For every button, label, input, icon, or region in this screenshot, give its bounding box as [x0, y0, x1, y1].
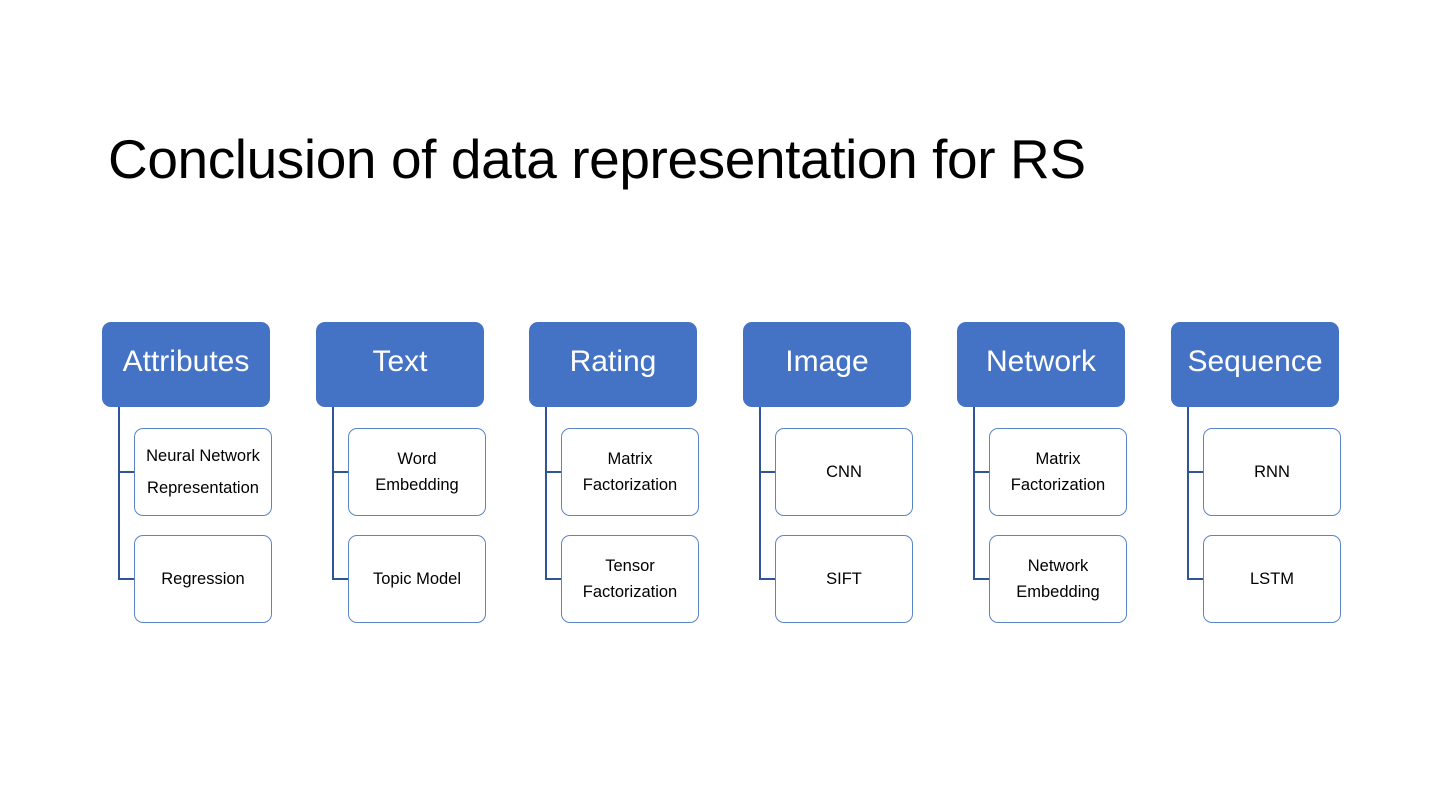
child-box[interactable]: Network Embedding [989, 535, 1127, 623]
connector-stub [759, 578, 777, 580]
connector-stub [1187, 578, 1205, 580]
diagram-column-attributes: Attributes Neural Network Representation… [102, 322, 342, 632]
column-header-rating[interactable]: Rating [529, 322, 697, 407]
page-title: Conclusion of data representation for RS [108, 127, 1086, 190]
child-box[interactable]: Word Embedding [348, 428, 486, 516]
connector-stub [1187, 471, 1205, 473]
child-box[interactable]: Matrix Factorization [561, 428, 699, 516]
connector-stub [545, 471, 563, 473]
column-header-network[interactable]: Network [957, 322, 1125, 407]
connector-stub [973, 578, 991, 580]
child-box[interactable]: Regression [134, 535, 272, 623]
connector-stub [118, 471, 136, 473]
diagram-column-rating: Rating Matrix Factorization Tensor Facto… [529, 322, 769, 632]
child-box[interactable]: Topic Model [348, 535, 486, 623]
column-header-text[interactable]: Text [316, 322, 484, 407]
diagram-column-sequence: Sequence RNN LSTM [1171, 322, 1411, 632]
child-box[interactable]: SIFT [775, 535, 913, 623]
child-box[interactable]: Tensor Factorization [561, 535, 699, 623]
connector-trunk [1187, 407, 1189, 579]
connector-trunk [759, 407, 761, 579]
connector-trunk [973, 407, 975, 579]
connector-trunk [332, 407, 334, 579]
connector-trunk [545, 407, 547, 579]
child-box[interactable]: RNN [1203, 428, 1341, 516]
column-header-image[interactable]: Image [743, 322, 911, 407]
connector-stub [332, 471, 350, 473]
child-box[interactable]: CNN [775, 428, 913, 516]
child-box[interactable]: LSTM [1203, 535, 1341, 623]
column-header-sequence[interactable]: Sequence [1171, 322, 1339, 407]
connector-stub [759, 471, 777, 473]
diagram-column-network: Network Matrix Factorization Network Emb… [957, 322, 1197, 632]
connector-stub [332, 578, 350, 580]
diagram-column-image: Image CNN SIFT [743, 322, 983, 632]
diagram-column-text: Text Word Embedding Topic Model [316, 322, 556, 632]
child-box[interactable]: Neural Network Representation [134, 428, 272, 516]
column-header-attributes[interactable]: Attributes [102, 322, 270, 407]
connector-stub [545, 578, 563, 580]
connector-trunk [118, 407, 120, 579]
connector-stub [973, 471, 991, 473]
connector-stub [118, 578, 136, 580]
child-box[interactable]: Matrix Factorization [989, 428, 1127, 516]
